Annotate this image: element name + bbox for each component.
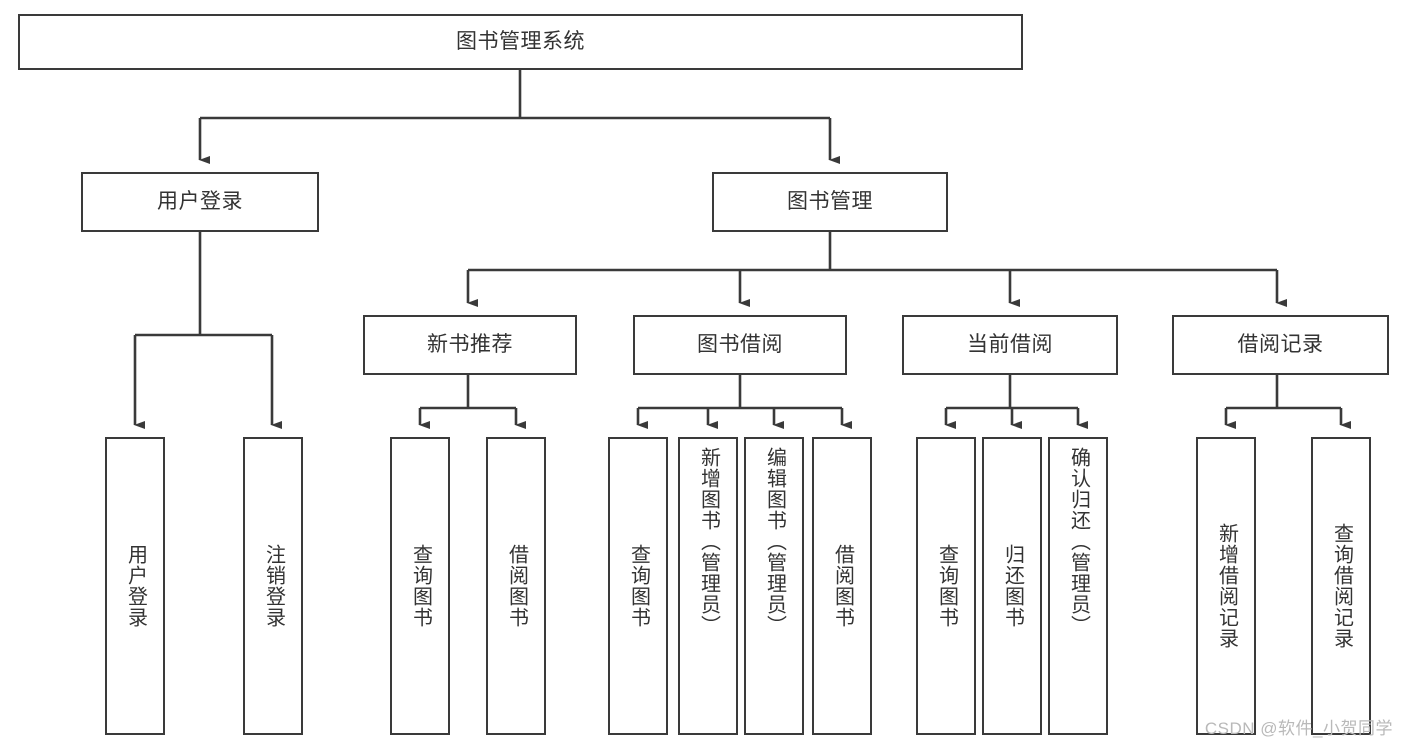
node-leaf-add-record[interactable]: 新增借阅记录 (1196, 437, 1256, 735)
node-leaf-query-book-rec[interactable]: 查询图书 (390, 437, 450, 735)
node-leaf-return-book-label: 归还图书 (1001, 544, 1024, 628)
node-leaf-logout[interactable]: 注销登录 (243, 437, 303, 735)
node-leaf-query-book-rec-label: 查询图书 (409, 544, 432, 628)
node-leaf-add-book-label: 新增图书（管理员） (697, 447, 720, 636)
node-leaf-logout-label: 注销登录 (262, 544, 285, 628)
node-leaf-add-record-label: 新增借阅记录 (1215, 523, 1238, 649)
node-current-borrow[interactable]: 当前借阅 (902, 315, 1118, 375)
node-leaf-query-book-cur-label: 查询图书 (935, 544, 958, 628)
node-leaf-borrow-book-bor-label: 借阅图书 (831, 544, 854, 628)
node-borrow-record[interactable]: 借阅记录 (1172, 315, 1389, 375)
node-leaf-user-login-label: 用户登录 (124, 544, 147, 628)
node-leaf-query-record-label: 查询借阅记录 (1330, 523, 1353, 649)
node-root[interactable]: 图书管理系统 (18, 14, 1023, 70)
node-user-login[interactable]: 用户登录 (81, 172, 319, 232)
node-leaf-query-book-cur[interactable]: 查询图书 (916, 437, 976, 735)
node-leaf-confirm-return[interactable]: 确认归还（管理员） (1048, 437, 1108, 735)
node-borrow-record-label: 借阅记录 (1237, 332, 1324, 356)
node-root-label: 图书管理系统 (456, 29, 585, 53)
node-leaf-user-login[interactable]: 用户登录 (105, 437, 165, 735)
node-user-login-label: 用户登录 (157, 189, 243, 213)
node-leaf-return-book[interactable]: 归还图书 (982, 437, 1042, 735)
node-book-manage-label: 图书管理 (787, 189, 873, 213)
node-current-borrow-label: 当前借阅 (967, 332, 1053, 356)
node-leaf-borrow-book-bor[interactable]: 借阅图书 (812, 437, 872, 735)
node-leaf-add-book[interactable]: 新增图书（管理员） (678, 437, 738, 735)
node-leaf-edit-book-label: 编辑图书（管理员） (763, 447, 786, 636)
node-book-borrow-label: 图书借阅 (697, 332, 783, 356)
node-book-borrow[interactable]: 图书借阅 (633, 315, 847, 375)
node-leaf-confirm-return-label: 确认归还（管理员） (1067, 447, 1090, 636)
node-leaf-borrow-book-rec-label: 借阅图书 (505, 544, 528, 628)
node-leaf-query-record[interactable]: 查询借阅记录 (1311, 437, 1371, 735)
node-leaf-query-book-bor-label: 查询图书 (627, 544, 650, 628)
node-leaf-query-book-bor[interactable]: 查询图书 (608, 437, 668, 735)
node-leaf-edit-book[interactable]: 编辑图书（管理员） (744, 437, 804, 735)
node-leaf-borrow-book-rec[interactable]: 借阅图书 (486, 437, 546, 735)
node-new-book-recommend[interactable]: 新书推荐 (363, 315, 577, 375)
node-new-book-recommend-label: 新书推荐 (427, 332, 513, 356)
node-book-manage[interactable]: 图书管理 (712, 172, 948, 232)
